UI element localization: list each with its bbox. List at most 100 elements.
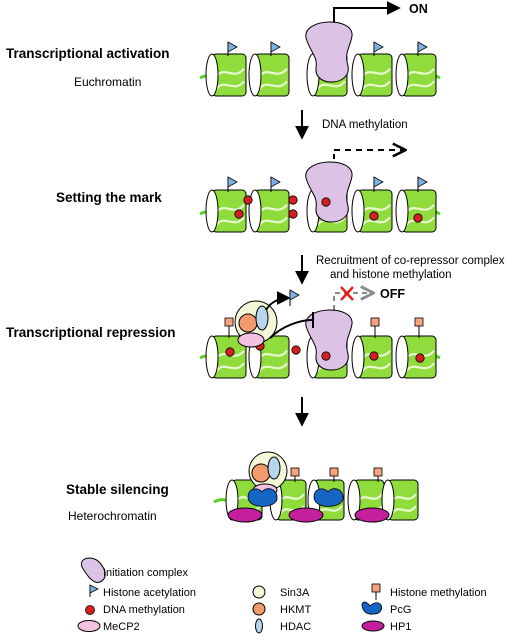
flag-icon bbox=[227, 176, 238, 192]
x-icon bbox=[340, 286, 354, 301]
deacetylation-arrow bbox=[265, 291, 291, 311]
transition-label-recruitment: Recruitment of co-repressor complex bbox=[316, 255, 505, 267]
nucleosome-face bbox=[248, 189, 262, 233]
dna-wrap bbox=[391, 505, 417, 515]
nucleosome bbox=[395, 53, 437, 97]
histone-methylation-tag bbox=[370, 317, 380, 338]
histone-methylation-tag bbox=[329, 467, 339, 482]
flag-icon bbox=[270, 41, 281, 56]
dna-wrap bbox=[316, 80, 346, 91]
transition-label-histone-methylation: and histone methylation bbox=[330, 269, 451, 281]
dna-wrap bbox=[215, 80, 245, 91]
methyl-square bbox=[370, 317, 380, 327]
transcription-blocked-arrow bbox=[333, 293, 372, 310]
nucleosome-face bbox=[351, 189, 365, 233]
nucleosome bbox=[248, 189, 290, 233]
dna-wrap bbox=[361, 80, 391, 91]
stage-title-stable-silencing: Stable silencing bbox=[66, 482, 169, 497]
nucleosome-face bbox=[395, 53, 409, 97]
histone-methylation-tag bbox=[290, 467, 300, 482]
flag-icon bbox=[417, 41, 428, 56]
nucleosome-face bbox=[351, 335, 365, 379]
nucleosome-row-activation bbox=[199, 21, 441, 97]
legend-label-histone-methylation: Histone methylation bbox=[390, 587, 487, 599]
dna-wrap bbox=[361, 216, 391, 227]
nucleosome-row-silencing bbox=[213, 451, 419, 523]
flag-pennant bbox=[373, 176, 384, 188]
hdac-icon bbox=[255, 618, 263, 634]
dna-methylation-mark bbox=[321, 197, 331, 207]
legend-label-initiation-complex: Initiation complex bbox=[103, 567, 188, 579]
pcg-complex bbox=[313, 488, 344, 507]
hp1-protein bbox=[288, 507, 324, 523]
mecp2-icon bbox=[77, 620, 101, 632]
flag-icon bbox=[289, 289, 300, 306]
repression-arc bbox=[269, 319, 313, 339]
flag-pennant bbox=[373, 41, 384, 53]
methyl-square bbox=[290, 467, 300, 477]
initiation-complex bbox=[305, 161, 353, 223]
nucleosome-row-repression bbox=[199, 289, 441, 379]
flag-icon bbox=[417, 176, 428, 192]
nucleosome bbox=[395, 189, 437, 233]
nucleosome-face bbox=[351, 53, 365, 97]
hkmt-icon bbox=[252, 602, 266, 616]
dna-wrap bbox=[361, 362, 391, 373]
nucleosome bbox=[205, 335, 247, 379]
nucleosome bbox=[205, 53, 247, 97]
histone-methylation-icon bbox=[371, 583, 381, 600]
dna-wrap bbox=[258, 216, 288, 227]
flag-pennant bbox=[289, 289, 300, 301]
legend-label-hp1: HP1 bbox=[390, 621, 411, 633]
dna-methylation-mark bbox=[369, 211, 379, 221]
transition-label-dna-methylation: DNA methylation bbox=[322, 119, 408, 131]
hkmt-enzyme bbox=[251, 463, 271, 483]
legend-label-hkmt: HKMT bbox=[280, 604, 311, 616]
stage-subtitle-heterochromatin: Heterochromatin bbox=[68, 509, 157, 523]
nucleosome bbox=[248, 53, 290, 97]
pcg-icon bbox=[361, 601, 382, 615]
dna-methylation-mark bbox=[413, 213, 423, 223]
initiation-complex bbox=[305, 309, 353, 371]
histone-methylation-tag bbox=[373, 467, 383, 482]
hp1-icon bbox=[361, 620, 385, 632]
nucleosome-face bbox=[205, 335, 219, 379]
nucleosome-row-setting-mark bbox=[199, 161, 441, 233]
methyl-square bbox=[224, 317, 234, 327]
legend-label-hdac: HDAC bbox=[280, 621, 311, 633]
hp1-protein bbox=[354, 507, 390, 523]
legend-label-pcg: PcG bbox=[390, 604, 411, 616]
initiation-complex-icon bbox=[80, 557, 106, 583]
nucleosome-face bbox=[395, 335, 409, 379]
histone-methylation-tag bbox=[414, 317, 424, 338]
stage-subtitle-euchromatin: Euchromatin bbox=[74, 75, 141, 89]
dna-methylation-icon bbox=[85, 605, 95, 615]
dna-wrap bbox=[405, 80, 435, 91]
flag-pennant bbox=[417, 176, 428, 188]
flag-icon bbox=[89, 584, 99, 597]
flag-icon bbox=[373, 41, 384, 56]
hkmt-enzyme bbox=[238, 313, 258, 333]
stage-title-setting-mark: Setting the mark bbox=[56, 190, 162, 205]
legend-label-sin3a: Sin3A bbox=[280, 587, 310, 599]
methyl-square bbox=[414, 317, 424, 327]
dna-methylation-mark bbox=[369, 351, 379, 361]
mecp2-protein bbox=[237, 332, 265, 348]
nucleosome-face bbox=[395, 189, 409, 233]
methyl-square bbox=[329, 467, 339, 477]
flag-pennant bbox=[270, 41, 281, 53]
legend: Initiation complex Histone acetylation S… bbox=[77, 557, 487, 634]
legend-label-mecp2: MeCP2 bbox=[103, 621, 140, 633]
dna-methylation-mark bbox=[291, 345, 301, 355]
initiation-complex bbox=[305, 21, 353, 83]
dna-methylation-mark bbox=[288, 209, 298, 219]
histone-methylation-tag bbox=[224, 317, 234, 338]
sin3a-icon bbox=[252, 585, 266, 599]
legend-label-histone-acetylation: Histone acetylation bbox=[103, 587, 196, 599]
flag-pennant bbox=[227, 41, 238, 53]
nucleosome bbox=[351, 53, 393, 97]
flag-pennant bbox=[270, 176, 281, 188]
dna-methylation-mark bbox=[243, 195, 253, 205]
flag-icon bbox=[373, 176, 384, 192]
